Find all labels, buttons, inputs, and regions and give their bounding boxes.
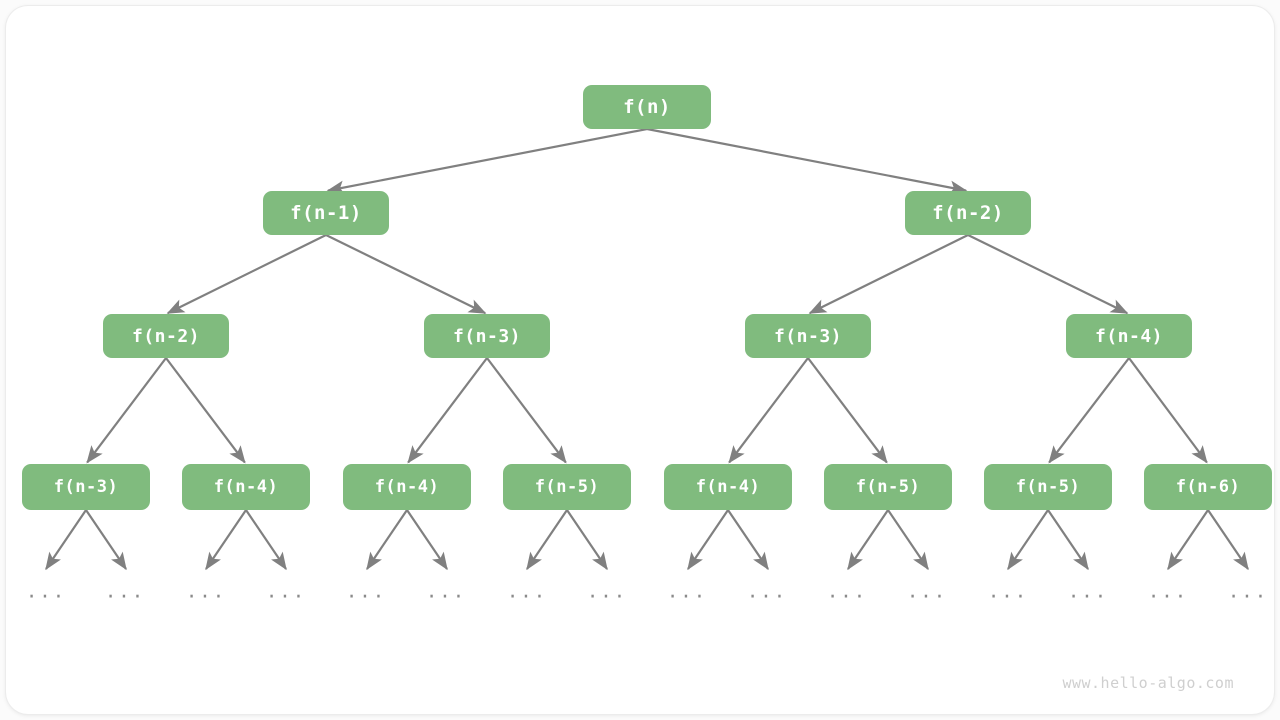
tree-node-label: f(n-3) (53, 477, 119, 497)
ellipsis-13: ... (1067, 580, 1109, 603)
edge-n5-n11 (728, 357, 809, 464)
ellipsis-8: ... (666, 580, 708, 603)
edge-n1-n3 (166, 234, 327, 315)
ellipsis-14: ... (1147, 580, 1189, 603)
tree-node-label: f(n-5) (855, 477, 921, 497)
tree-edges (86, 127, 1208, 464)
ellipsis-1: ... (104, 580, 146, 603)
ellipsis-4: ... (345, 580, 387, 603)
tree-node-n12: f(n-5) (824, 464, 952, 510)
stub-edge-15 (1207, 509, 1249, 571)
edge-n3-n7 (86, 357, 167, 464)
tree-node-label: f(n-5) (1015, 477, 1081, 497)
tree-node-n13: f(n-5) (984, 464, 1112, 510)
stub-edge-4 (366, 509, 408, 571)
stub-edge-11 (887, 509, 929, 571)
tree-node-label: f(n-2) (932, 202, 1004, 224)
edge-n1-n4 (325, 234, 487, 315)
ellipsis-6: ... (506, 580, 548, 603)
tree-node-n1: f(n-1) (263, 191, 389, 235)
tree-node-n0: f(n) (583, 85, 711, 129)
tree-node-label: f(n-3) (452, 325, 522, 347)
stub-edge-9 (727, 509, 769, 571)
tree-node-n11: f(n-4) (664, 464, 792, 510)
ellipsis-0: ... (25, 580, 67, 603)
edge-n0-n1 (326, 127, 648, 195)
ellipsis-11: ... (906, 580, 948, 603)
edge-n6-n13 (1048, 357, 1130, 464)
edge-n2-n5 (808, 234, 969, 315)
stub-edge-0 (45, 509, 87, 571)
stub-edge-3 (245, 509, 287, 571)
ellipsis-9: ... (746, 580, 788, 603)
tree-node-n2: f(n-2) (905, 191, 1031, 235)
stub-edge-6 (526, 509, 568, 571)
edge-n4-n9 (407, 357, 488, 464)
tree-node-label: f(n-3) (773, 325, 843, 347)
tree-node-label: f(n) (623, 96, 671, 118)
tree-node-label: f(n-5) (534, 477, 600, 497)
tree-node-label: f(n-2) (131, 325, 201, 347)
tree-node-n14: f(n-6) (1144, 464, 1272, 510)
tree-node-label: f(n-1) (290, 202, 362, 224)
tree-node-n5: f(n-3) (745, 314, 871, 358)
ellipsis-5: ... (425, 580, 467, 603)
tree-node-n10: f(n-5) (503, 464, 631, 510)
ellipsis-7: ... (586, 580, 628, 603)
edge-n2-n6 (967, 234, 1129, 315)
stub-edge-1 (85, 509, 127, 571)
tree-node-n7: f(n-3) (22, 464, 150, 510)
edge-n5-n12 (807, 357, 888, 464)
ellipsis-10: ... (826, 580, 868, 603)
edge-n3-n8 (165, 357, 246, 464)
edge-n6-n14 (1128, 357, 1208, 464)
tree-node-label: f(n-6) (1175, 477, 1241, 497)
tree-node-n4: f(n-3) (424, 314, 550, 358)
tree-node-n6: f(n-4) (1066, 314, 1192, 358)
tree-node-label: f(n-4) (213, 477, 279, 497)
edge-n0-n2 (646, 127, 968, 195)
stub-edge-14 (1167, 509, 1209, 571)
tree-node-n8: f(n-4) (182, 464, 310, 510)
stub-edge-2 (205, 509, 247, 571)
stub-edge-12 (1007, 509, 1049, 571)
stub-edge-7 (566, 509, 608, 571)
tree-node-n9: f(n-4) (343, 464, 471, 510)
stub-edge-10 (847, 509, 889, 571)
edge-n4-n10 (486, 357, 567, 464)
stub-edge-5 (406, 509, 448, 571)
ellipsis-15: ... (1227, 580, 1269, 603)
tree-node-label: f(n-4) (1094, 325, 1164, 347)
stub-edge-8 (687, 509, 729, 571)
tree-node-label: f(n-4) (374, 477, 440, 497)
leaf-stub-edges (45, 509, 1249, 571)
tree-node-n3: f(n-2) (103, 314, 229, 358)
ellipsis-2: ... (185, 580, 227, 603)
watermark: www.hello-algo.com (1062, 674, 1234, 692)
stub-edge-13 (1047, 509, 1089, 571)
ellipsis-3: ... (265, 580, 307, 603)
diagram-card: f(n) f(n-1) f(n-2) f(n-2) f(n-3) f(n-3) f(n-4)… (6, 6, 1274, 714)
tree-node-label: f(n-4) (695, 477, 761, 497)
ellipsis-12: ... (987, 580, 1029, 603)
